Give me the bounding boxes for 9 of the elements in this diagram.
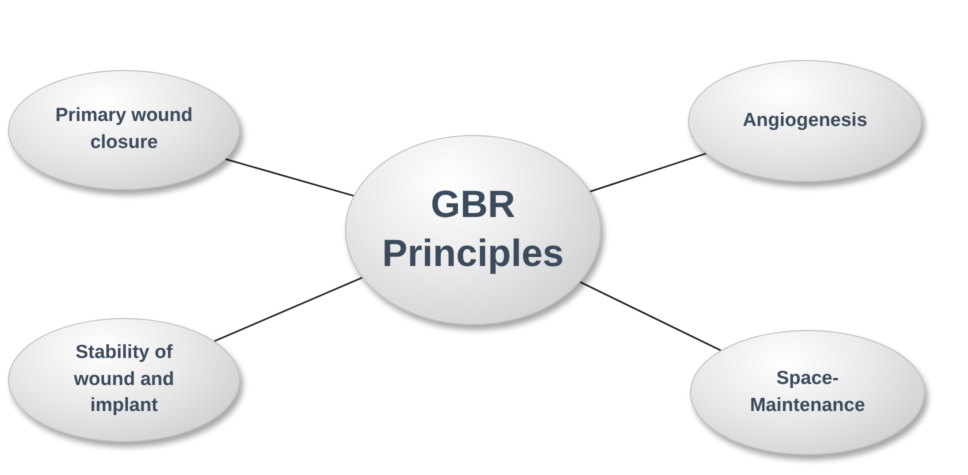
connector-line — [590, 152, 706, 192]
node-label: Space-Maintenance — [748, 366, 866, 418]
connector-line — [214, 276, 363, 342]
node-label: Stability of wound and implant — [72, 341, 176, 418]
node-label: Angiogenesis — [742, 108, 868, 133]
node-label: Primary wound closure — [54, 104, 194, 155]
connector-line — [580, 281, 722, 352]
node-label: GBR Principles — [381, 182, 565, 277]
connector-line — [225, 158, 354, 197]
